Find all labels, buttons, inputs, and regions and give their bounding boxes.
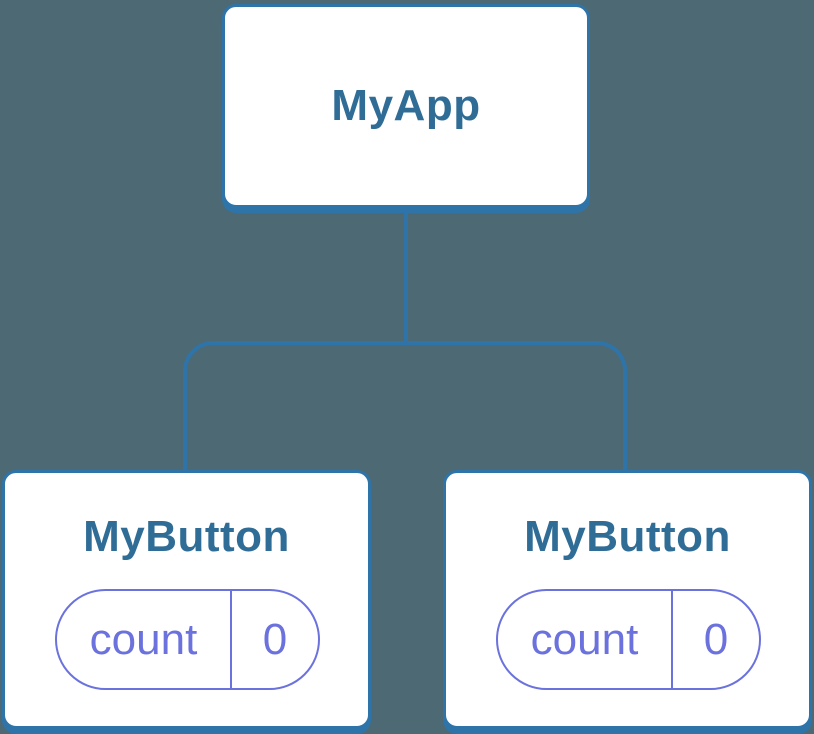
- tree-connector-bracket: [183, 341, 627, 470]
- component-node-mybutton-left: MyButton count 0: [2, 470, 371, 729]
- state-key: count: [498, 591, 673, 688]
- node-title: MyButton: [83, 512, 290, 561]
- state-value: 0: [703, 614, 729, 664]
- tree-connector-stem: [404, 212, 408, 345]
- state-value: 0: [262, 614, 288, 664]
- node-title: MyApp: [331, 81, 481, 130]
- state-key: count: [57, 591, 232, 688]
- component-node-myapp: MyApp: [222, 4, 590, 208]
- node-title: MyButton: [524, 512, 731, 561]
- state-pill: count 0: [55, 589, 320, 690]
- component-node-mybutton-right: MyButton count 0: [443, 470, 812, 729]
- state-pill: count 0: [496, 589, 761, 690]
